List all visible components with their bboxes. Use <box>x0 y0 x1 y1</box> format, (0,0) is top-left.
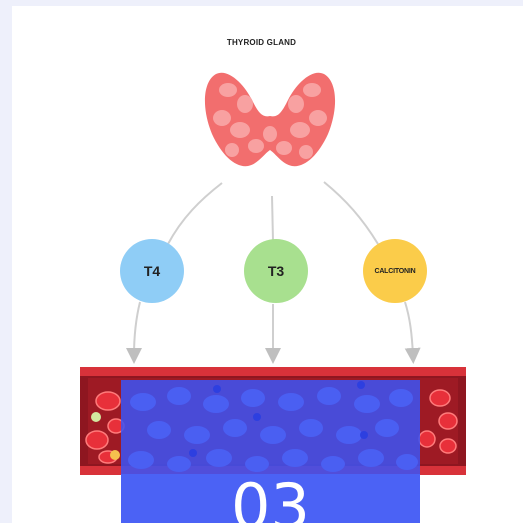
hormone-node-t3: T3 <box>244 239 308 303</box>
diagram-title: THYROID GLAND <box>226 38 297 47</box>
overlay-number: 03 <box>231 474 310 523</box>
connector-line <box>271 195 274 242</box>
thyroid-gland-icon <box>204 72 336 167</box>
overlay-label-bar: 03 <box>121 474 420 523</box>
arrow-line <box>126 301 143 364</box>
connector-line <box>323 181 379 245</box>
arrow-line <box>404 301 421 364</box>
hormone-node-calcitonin: CALCITONIN <box>363 239 427 303</box>
hormone-node-t4: T4 <box>120 239 184 303</box>
connector-line <box>167 182 223 245</box>
overlay-pattern <box>128 381 418 472</box>
